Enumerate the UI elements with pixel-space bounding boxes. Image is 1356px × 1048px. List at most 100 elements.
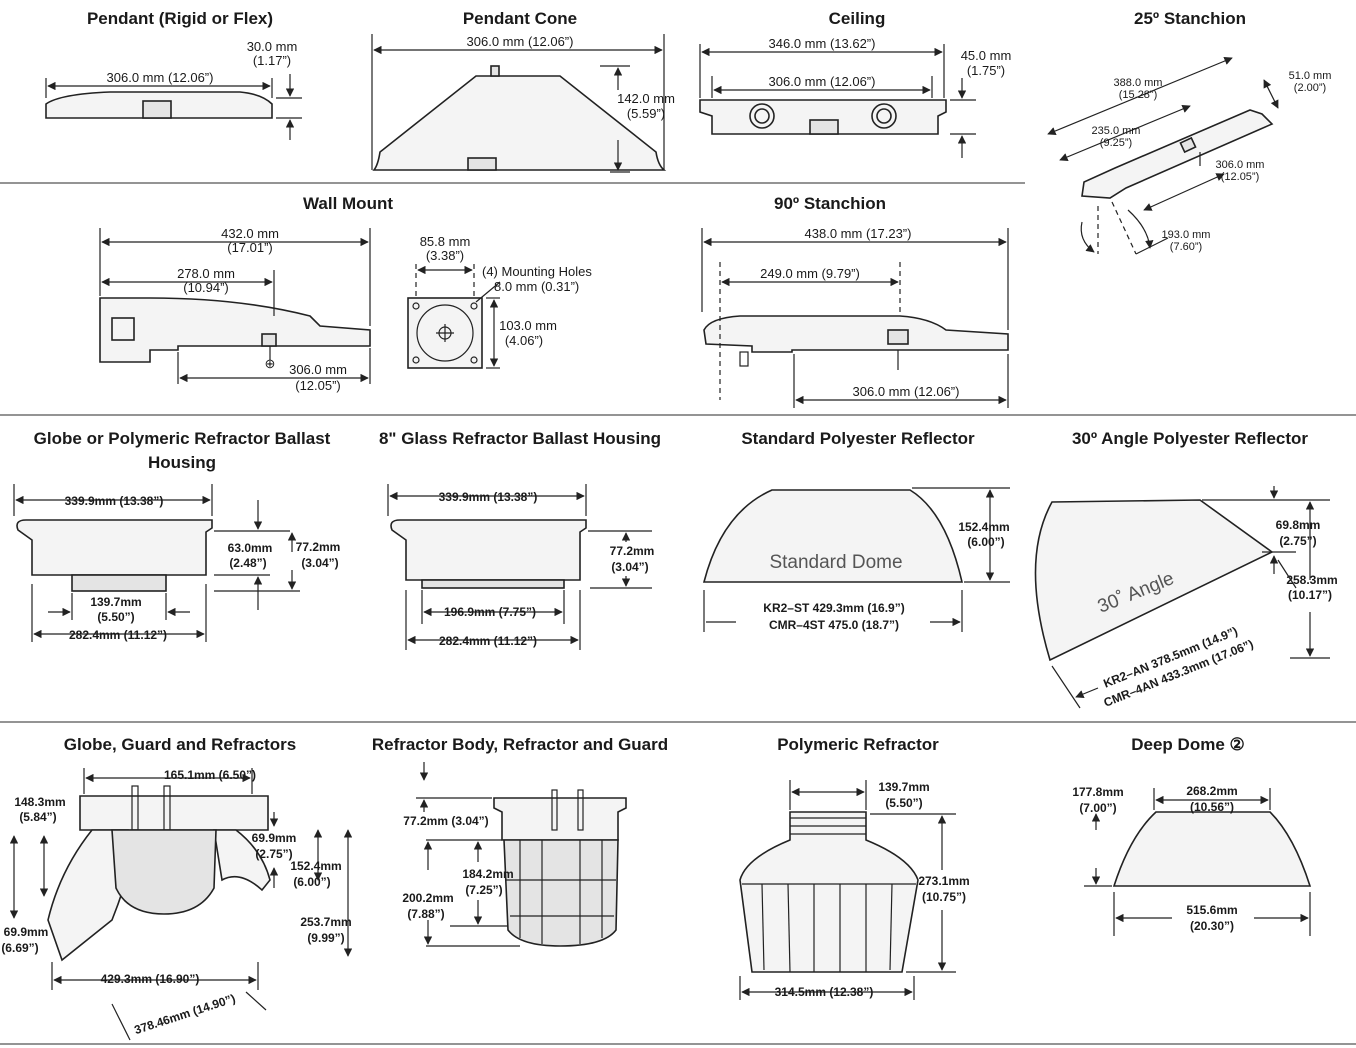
- polymeric-refractor-d1-mm: 139.7mm: [878, 780, 929, 794]
- stanchion-90-d3: 306.0 mm (12.06”): [853, 384, 960, 399]
- panel-ceiling: Ceiling 346.0 mm (13.62”) 306.0 mm (12.0…: [699, 9, 1012, 158]
- glass-ballast-d1: 339.9mm (13.38”): [439, 490, 538, 504]
- stanchion-25-title: 25º Stanchion: [1134, 9, 1246, 28]
- deep-dome-d2-in: (10.56”): [1190, 800, 1234, 814]
- panel-pendant-cone: Pendant Cone 306.0 mm (12.06”) 142.0 mm …: [371, 9, 675, 173]
- back-plate-width-in: (3.38”): [426, 248, 464, 263]
- glass-ballast-d3: 196.9mm (7.75”): [444, 605, 536, 619]
- pendant-cone-drawing: [372, 75, 667, 171]
- glass-ballast-drawing: [390, 519, 587, 581]
- wall-mount-d2-in: (10.94”): [183, 280, 229, 295]
- stanchion-90-d2: 249.0 mm (9.79”): [760, 266, 860, 281]
- wall-mount-d1-in: (17.01”): [227, 240, 273, 255]
- globe-guard-d6-mm: 253.7mm: [300, 915, 351, 929]
- svg-text:⊕: ⊕: [265, 356, 276, 371]
- globe-guard-globe-drawing: [111, 829, 217, 915]
- globe-guard-d6-in: (9.99”): [307, 931, 344, 945]
- deep-dome-title: Deep Dome ②: [1131, 735, 1245, 754]
- panel-globe-guard: Globe, Guard and Refractors 165.1mm (6.5…: [1, 735, 353, 1041]
- wall-mount-title: Wall Mount: [303, 194, 393, 213]
- panel-stanchion-90: 90º Stanchion 438.0 mm (17.23”) 249.0 mm…: [701, 194, 1009, 408]
- pendant-width-label: 306.0 mm (12.06”): [107, 70, 214, 85]
- globe-guard-d2-in: (5.84”): [19, 810, 56, 824]
- polymeric-refractor-d2-mm: 273.1mm: [918, 874, 969, 888]
- globe-guard-d2-mm: 148.3mm: [14, 795, 65, 809]
- ceiling-title: Ceiling: [829, 9, 886, 28]
- standard-reflector-d2b: CMR–4ST 475.0 (18.7”): [769, 618, 899, 632]
- globe-guard-d1: 165.1mm (6.50”): [164, 768, 256, 782]
- refractor-body-d2-in: (7.25”): [465, 883, 502, 897]
- globe-guard-d7: 429.3mm (16.90”): [101, 972, 200, 986]
- globe-ballast-d3-in: (3.04”): [301, 556, 338, 570]
- globe-guard-housing-drawing: [79, 795, 269, 831]
- wall-mount-d3-in: (12.05”): [295, 378, 341, 393]
- panel-standard-reflector: Standard Polyester Reflector Standard Do…: [702, 429, 1010, 632]
- wall-mount-drawing: [99, 297, 371, 363]
- standard-reflector-d2a: KR2–ST 429.3mm (16.9”): [763, 601, 904, 615]
- globe-guard-d4-mm: 152.4mm: [290, 859, 341, 873]
- panel-pendant-rigid-flex: Pendant (Rigid or Flex) 306.0 mm (12.06”…: [45, 9, 302, 140]
- section-separators: [0, 182, 1356, 1045]
- panel-glass-ballast: 8" Glass Refractor Ballast Housing 339.9…: [379, 429, 661, 650]
- stanchion-25-d2-mm: 51.0 mm: [1289, 70, 1332, 82]
- ceiling-outer-width: 346.0 mm (13.62”): [769, 36, 876, 51]
- stanchion-90-d1: 438.0 mm (17.23”): [805, 226, 912, 241]
- wall-mount-d2-mm: 278.0 mm: [177, 266, 235, 281]
- polymeric-refractor-drawing: [739, 811, 919, 973]
- wall-mount-d1-mm: 432.0 mm: [221, 226, 279, 241]
- stanchion-90-drawing: [703, 315, 1009, 353]
- stanchion-25-d4-mm: 306.0 mm: [1216, 159, 1265, 171]
- back-plate-width-mm: 85.8 mm: [420, 234, 471, 249]
- globe-ballast-drawing: [16, 519, 213, 576]
- ceiling-height-mm: 45.0 mm: [961, 48, 1012, 63]
- stanchion-25-d1-mm: 388.0 mm: [1114, 77, 1163, 89]
- globe-ballast-d3-mm: 77.2mm: [296, 540, 341, 554]
- deep-dome-d1-in: (7.00”): [1079, 801, 1116, 815]
- angle-reflector-d2-mm: 258.3mm: [1286, 573, 1337, 587]
- pendant-cone-height-mm: 142.0 mm: [617, 91, 675, 106]
- globe-ballast-d1: 339.9mm (13.38”): [65, 494, 164, 508]
- stanchion-25-d5-in: (7.60”): [1170, 241, 1202, 253]
- pendant-cone-height-in: (5.59”): [627, 106, 665, 121]
- pendant-cone-width-label: 306.0 mm (12.06”): [467, 34, 574, 49]
- ceiling-inner-width: 306.0 mm (12.06”): [769, 74, 876, 89]
- wall-mount-d3-mm: 306.0 mm: [289, 362, 347, 377]
- globe-ballast-d2-mm: 63.0mm: [228, 541, 273, 555]
- angle-reflector-d2-in: (10.17”): [1288, 588, 1332, 602]
- polymeric-refractor-d1-in: (5.50”): [885, 796, 922, 810]
- panel-refractor-body: Refractor Body, Refractor and Guard 77.2…: [372, 735, 668, 947]
- ceiling-height-in: (1.75”): [967, 63, 1005, 78]
- glass-ballast-title: 8" Glass Refractor Ballast Housing: [379, 429, 661, 448]
- polymeric-refractor-d3: 314.5mm (12.38”): [775, 985, 874, 999]
- angle-reflector-d1-mm: 69.8mm: [1276, 518, 1321, 532]
- globe-guard-title: Globe, Guard and Refractors: [64, 735, 296, 754]
- globe-guard-d8: 378.46mm (14.90”): [132, 991, 237, 1037]
- globe-ballast-d4-mm: 139.7mm: [90, 595, 141, 609]
- globe-guard-d3-mm: 69.9mm: [252, 831, 297, 845]
- mounting-holes-label: (4) Mounting Holes: [482, 264, 592, 279]
- deep-dome-d1-mm: 177.8mm: [1072, 785, 1123, 799]
- refractor-body-title: Refractor Body, Refractor and Guard: [372, 735, 668, 754]
- stanchion-25-d3-mm: 235.0 mm: [1092, 125, 1141, 137]
- globe-ballast-d2-in: (2.48”): [229, 556, 266, 570]
- stanchion-90-title: 90º Stanchion: [774, 194, 886, 213]
- deep-dome-d2-mm: 268.2mm: [1186, 784, 1237, 798]
- stanchion-25-d3-in: (9.25”): [1100, 137, 1132, 149]
- refractor-body-d3-in: (7.88”): [407, 907, 444, 921]
- deep-dome-drawing: [1112, 811, 1312, 887]
- globe-guard-d5-in: (6.69”): [1, 941, 38, 955]
- stanchion-25-d1-in: (15.28”): [1119, 89, 1158, 101]
- panel-polymeric-refractor: Polymeric Refractor 139.7mm (5.50”) 273.…: [739, 735, 970, 1000]
- stanchion-25-d4-in: (12.05”): [1221, 171, 1260, 183]
- standard-reflector-title: Standard Polyester Reflector: [741, 429, 975, 448]
- back-plate-height-in: (4.06”): [505, 333, 543, 348]
- pendant-cone-title: Pendant Cone: [463, 9, 577, 28]
- angle-reflector-d1-in: (2.75”): [1279, 534, 1316, 548]
- refractor-body-guard-drawing: [503, 839, 619, 947]
- mounting-holes-size: 8.0 mm (0.31”): [494, 279, 579, 294]
- back-plate-height-mm: 103.0 mm: [499, 318, 557, 333]
- deep-dome-d3-in: (20.30”): [1190, 919, 1234, 933]
- angle-dome-drawing: [1034, 499, 1274, 662]
- standard-reflector-d1-in: (6.00”): [967, 535, 1004, 549]
- deep-dome-d3-mm: 515.6mm: [1186, 903, 1237, 917]
